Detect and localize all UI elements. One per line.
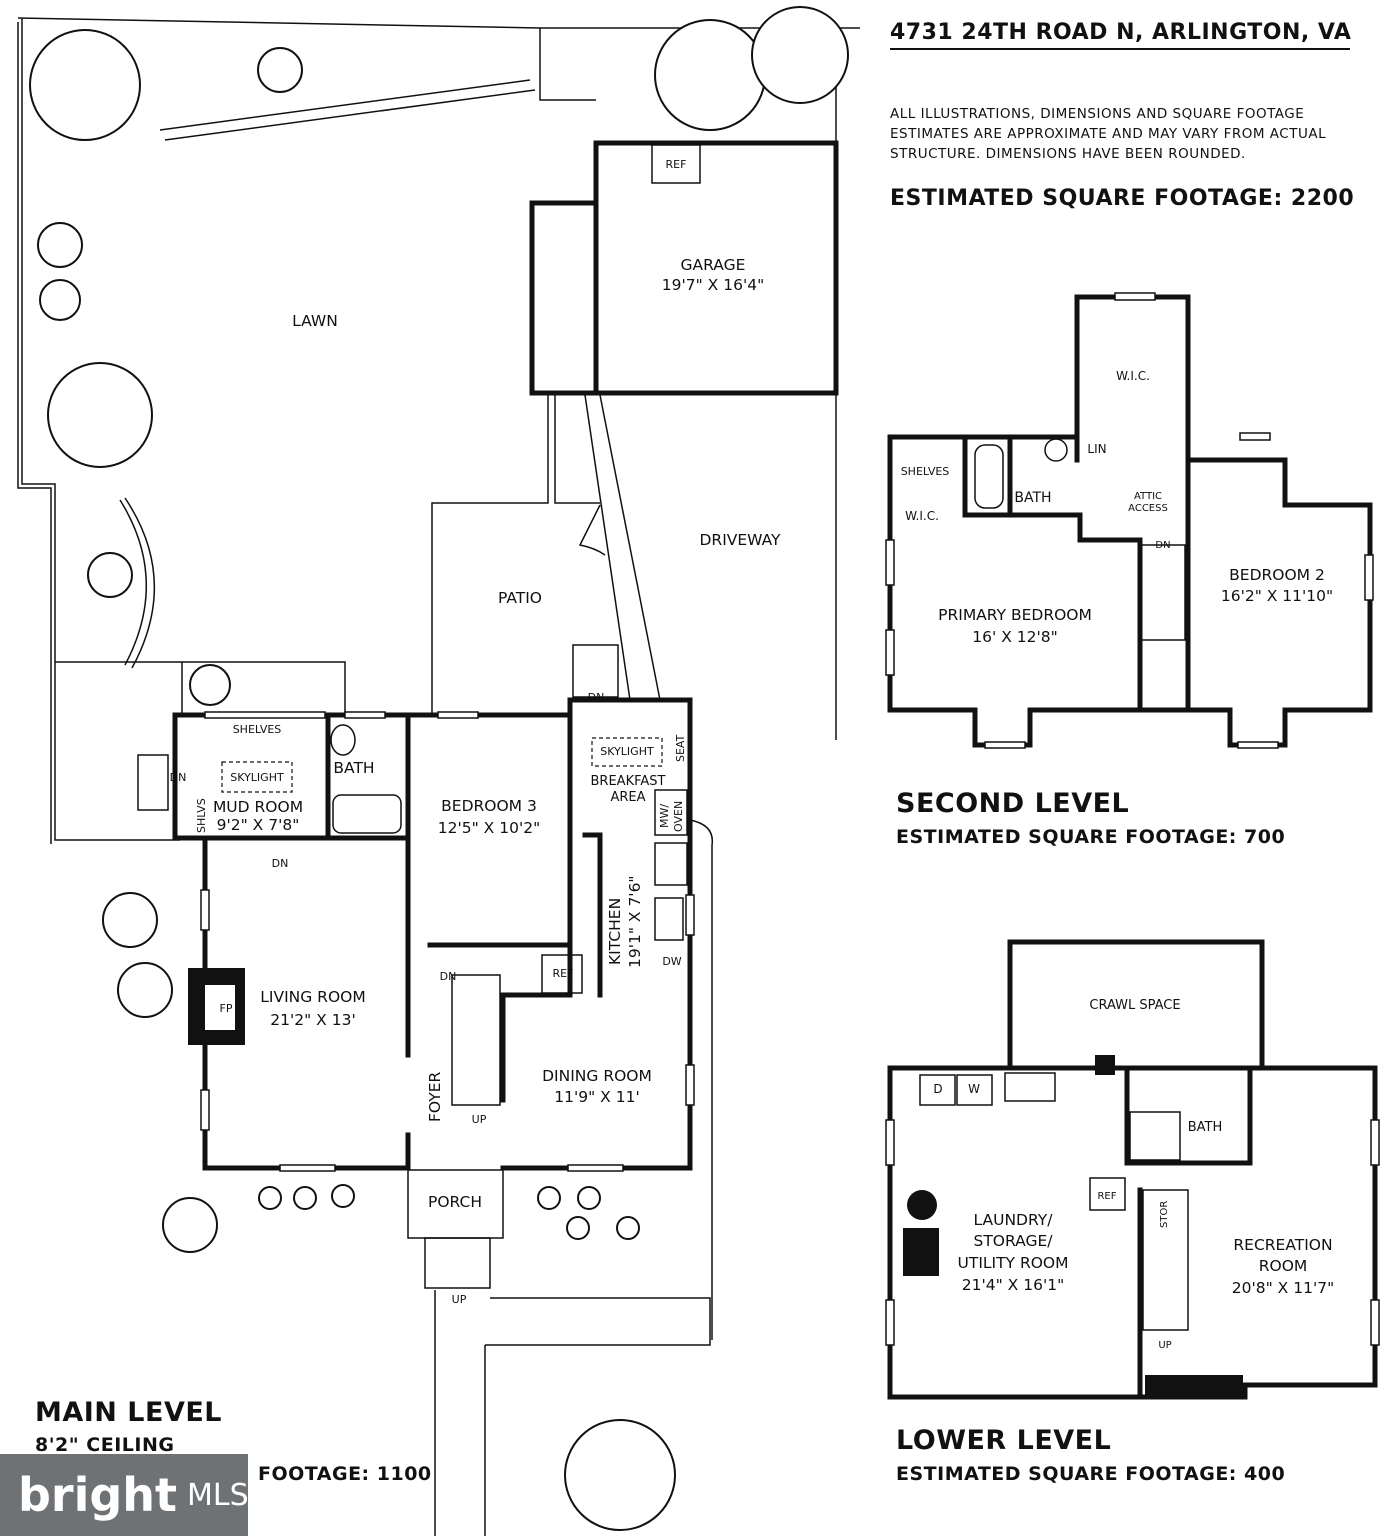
laundry-dimensions: 21'4" X 16'1": [962, 1276, 1064, 1294]
total-square-footage: ESTIMATED SQUARE FOOTAGE: 2200: [890, 186, 1355, 211]
svg-text:W.I.C.: W.I.C.: [1116, 369, 1150, 383]
living-room-dimensions: 21'2" X 13': [270, 1011, 355, 1029]
main-level-plan: LAWN GARAGE 19'7" X 16'4" REF DRIVEWAY P…: [17, 6, 860, 1536]
dining-room-label: DINING ROOM: [542, 1067, 652, 1085]
svg-text:DN: DN: [1155, 540, 1170, 551]
main-level-sqft: FOOTAGE: 1100: [258, 1463, 432, 1485]
svg-text:UP: UP: [452, 1293, 467, 1306]
svg-text:BATH: BATH: [333, 759, 374, 777]
garage-dimensions: 19'7" X 16'4": [662, 276, 764, 294]
second-level-outline: [887, 294, 1373, 748]
svg-text:ATTIC: ATTIC: [1134, 491, 1162, 502]
svg-text:ACCESS: ACCESS: [1128, 503, 1168, 514]
svg-text:SHELVES: SHELVES: [901, 465, 950, 478]
svg-text:BATH: BATH: [1014, 490, 1051, 506]
stove-icon: [654, 842, 688, 886]
primary-bedroom-dimensions: 16' X 12'8": [972, 628, 1057, 646]
svg-text:STOR: STOR: [1159, 1201, 1170, 1228]
svg-text:SHLVS: SHLVS: [195, 798, 208, 833]
recreation-room-label: RECREATION: [1233, 1236, 1332, 1254]
bedroom-2-dimensions: 16'2" X 11'10": [1221, 587, 1333, 605]
svg-text:DN: DN: [440, 970, 457, 983]
svg-text:STORAGE/: STORAGE/: [973, 1232, 1053, 1250]
svg-text:W.I.C.: W.I.C.: [905, 509, 939, 523]
toilet-icon: [330, 724, 356, 756]
bedroom-2-label: BEDROOM 2: [1229, 566, 1325, 584]
svg-text:D: D: [933, 1082, 942, 1096]
svg-text:SKYLIGHT: SKYLIGHT: [230, 771, 284, 784]
svg-text:MW/: MW/: [658, 804, 671, 828]
bathtub-icon: [332, 794, 402, 834]
garage-label: GARAGE: [681, 256, 746, 274]
svg-text:ROOM: ROOM: [1259, 1257, 1308, 1275]
recreation-room-dimensions: 20'8" X 11'7": [1232, 1279, 1334, 1297]
dining-room-dimensions: 11'9" X 11': [554, 1088, 639, 1106]
svg-text:REF: REF: [666, 158, 687, 171]
bedroom-3-dimensions: 12'5" X 10'2": [438, 819, 540, 837]
lower-level-title: LOWER LEVEL: [896, 1425, 1112, 1456]
mud-room-label: MUD ROOM: [213, 798, 303, 816]
svg-text:DN: DN: [588, 691, 605, 704]
svg-text:W: W: [968, 1082, 980, 1096]
main-level-ceiling: 8'2" CEILING: [35, 1434, 175, 1456]
second-level-plan: W.I.C. LIN SHELVES W.I.C. BATH ATTIC ACC…: [885, 292, 1374, 749]
svg-text:LIN: LIN: [1087, 442, 1106, 456]
lower-level-outline: [887, 1065, 1378, 1400]
svg-text:UP: UP: [1158, 1340, 1171, 1351]
svg-text:SKYLIGHT: SKYLIGHT: [600, 745, 654, 758]
kitchen-dimensions: 19'1" X 7'6": [626, 875, 644, 968]
lawn-label: LAWN: [292, 312, 338, 330]
svg-text:REF: REF: [553, 967, 574, 980]
lower-level-sqft: ESTIMATED SQUARE FOOTAGE: 400: [896, 1463, 1286, 1485]
property-address: 4731 24TH ROAD N, ARLINGTON, VA: [890, 20, 1352, 45]
svg-text:UP: UP: [472, 1113, 487, 1126]
patio-label: PATIO: [498, 589, 542, 607]
lot-boundary: [21, 18, 180, 841]
laundry-label: LAUNDRY/: [974, 1211, 1054, 1229]
svg-text:SEAT: SEAT: [674, 734, 687, 762]
disclaimer: ALL ILLUSTRATIONS, DIMENSIONS AND SQUARE…: [890, 106, 1327, 162]
svg-text:REF: REF: [1097, 1191, 1116, 1202]
svg-text:SHELVES: SHELVES: [233, 723, 282, 736]
main-level-title: MAIN LEVEL: [35, 1397, 222, 1428]
svg-text:OVEN: OVEN: [672, 801, 685, 832]
svg-text:UTILITY ROOM: UTILITY ROOM: [958, 1254, 1069, 1272]
svg-text:DW: DW: [662, 955, 681, 968]
mud-room-dimensions: 9'2" X 7'8": [217, 816, 300, 834]
primary-bedroom-label: PRIMARY BEDROOM: [938, 606, 1092, 624]
porch-label: PORCH: [428, 1193, 482, 1211]
svg-text:BREAKFAST: BREAKFAST: [591, 774, 666, 789]
foyer-label: FOYER: [426, 1071, 444, 1122]
svg-text:DN: DN: [272, 857, 289, 870]
second-level-title: SECOND LEVEL: [896, 788, 1130, 819]
svg-text:BATH: BATH: [1188, 1120, 1223, 1135]
bright-mls-logo: bright MLS: [0, 1454, 249, 1536]
svg-text:DN: DN: [170, 771, 187, 784]
lower-level-plan: CRAWL SPACE D W BATH REF STOR LAUNDRY/ S…: [885, 939, 1380, 1400]
living-room-label: LIVING ROOM: [260, 988, 365, 1006]
svg-text:FP: FP: [220, 1002, 233, 1015]
svg-text:AREA: AREA: [610, 790, 645, 805]
driveway-label: DRIVEWAY: [699, 531, 781, 549]
sink-icon: [654, 897, 684, 941]
tree-icons: [29, 6, 849, 1531]
bedroom-3-label: BEDROOM 3: [441, 797, 537, 815]
house-outline: [172, 712, 411, 1171]
svg-text:CRAWL SPACE: CRAWL SPACE: [1089, 998, 1180, 1013]
stairs-icon: [451, 974, 501, 1106]
second-level-sqft: ESTIMATED SQUARE FOOTAGE: 700: [896, 826, 1286, 848]
address-underline: [890, 48, 1350, 50]
kitchen-label: KITCHEN: [606, 898, 624, 965]
